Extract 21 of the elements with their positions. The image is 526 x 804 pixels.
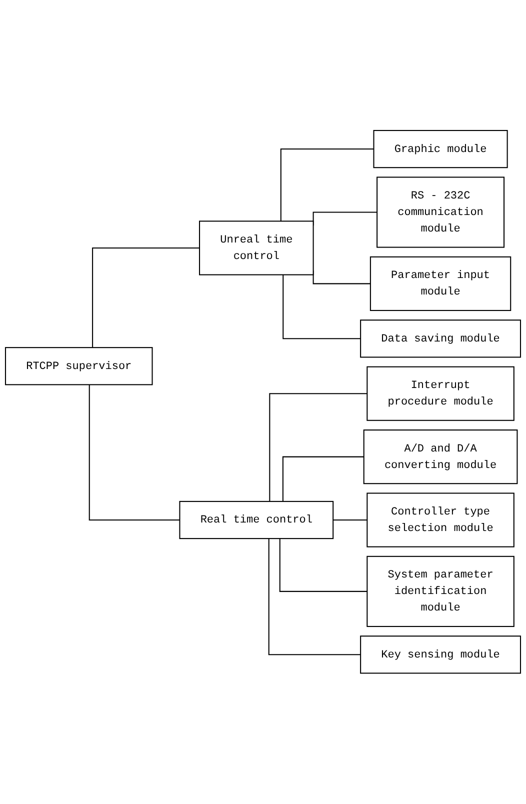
connector [269, 393, 368, 502]
node-box: Key sensing module [360, 636, 522, 674]
node-box: Parameter input module [370, 256, 512, 312]
node-box: Controller type selection module [366, 492, 514, 548]
node-box: RTCPP supervisor [4, 347, 153, 386]
connector [332, 520, 368, 521]
node-box: A/D and D/A converting module [363, 430, 518, 484]
node-box: Unreal time control [199, 220, 314, 276]
connector [92, 248, 200, 348]
connector [282, 274, 361, 340]
node-box: System parameter identification module [366, 556, 514, 628]
connector [280, 148, 374, 222]
node-box: RS - 232C communication module [376, 176, 505, 248]
node-box: Graphic module [373, 130, 508, 168]
node-box: Data saving module [360, 320, 522, 358]
connector [282, 456, 364, 502]
connector [268, 538, 361, 656]
node-box: Interrupt procedure module [366, 366, 514, 422]
connector [88, 384, 180, 521]
connector [279, 538, 368, 592]
node-box: Real time control [179, 501, 334, 540]
